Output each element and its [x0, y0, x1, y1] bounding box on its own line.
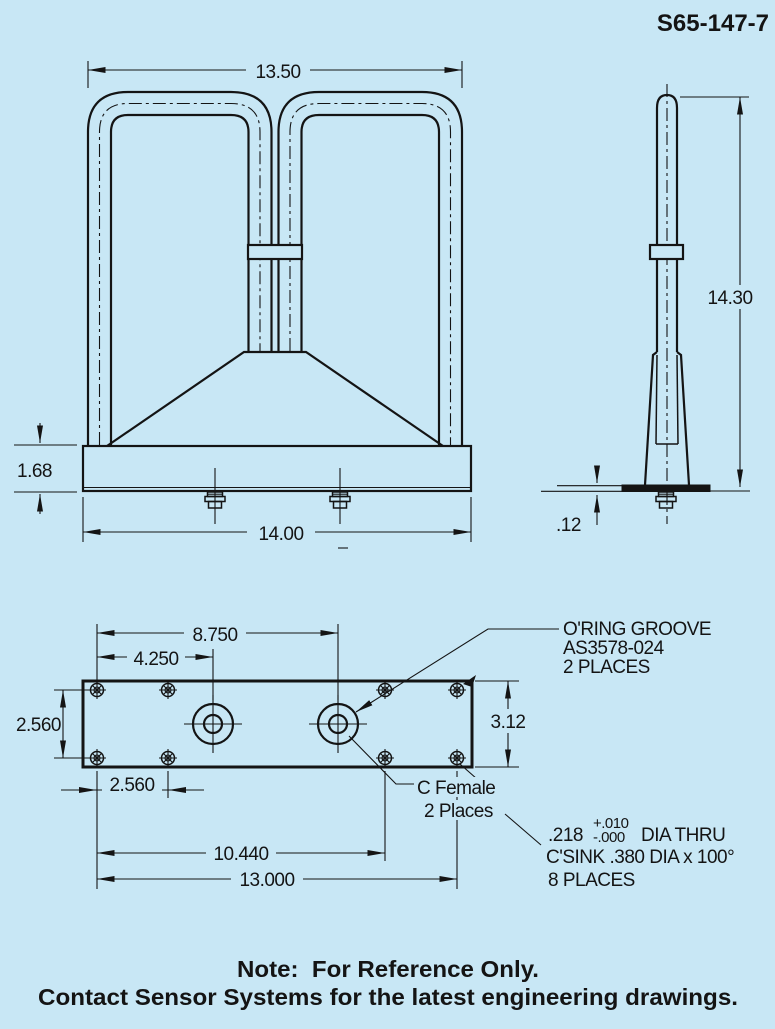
holes-dia-suffix: DIA THRU: [641, 825, 725, 846]
dim-hole-span-bottom: 13.000: [239, 870, 294, 891]
front-base-plate: [81, 444, 473, 493]
holes-places: 8 PLACES: [548, 870, 635, 891]
connector-bore-1: [184, 695, 242, 753]
dim-front-base-height: 1.68: [17, 461, 52, 482]
dim-front-width-top: 13.50: [255, 62, 300, 83]
right-loop-inner-wall: [300, 113, 441, 446]
part-number-title: S65-147-7: [657, 10, 769, 37]
holes-note-leader-b: [504, 813, 542, 846]
side-clamp: [648, 243, 685, 261]
cfemale-line1: C Female: [417, 778, 495, 799]
oring-line2: AS3578-024: [563, 638, 665, 659]
mounting-hole: [447, 748, 467, 768]
holes-note-leader-a: [459, 763, 478, 780]
oring-line3: 2 PLACES: [563, 657, 650, 678]
mounting-hole: [447, 680, 467, 700]
cfemale-line2: 2 Places: [424, 801, 493, 822]
side-base-plate: [621, 484, 711, 492]
oring-line1: O'RING GROOVE: [563, 619, 711, 640]
reference-note: Note: For Reference Only. Contact Sensor…: [38, 956, 738, 1010]
note-line2: Contact Sensor Systems for the latest en…: [38, 984, 738, 1010]
callout-connector: C Female 2 Places: [415, 777, 501, 822]
dim-hole-col-spacing: 2.560: [109, 775, 154, 796]
side-connector: [655, 491, 677, 509]
dim-side-height: 14.30: [707, 288, 752, 309]
oring-leader: [355, 628, 559, 713]
mounting-hole: [158, 748, 178, 768]
mounting-hole: [87, 748, 107, 768]
side-taper-right: [676, 351, 691, 486]
mounting-hole: [87, 680, 107, 700]
corner-hole-arrowhead: [463, 675, 476, 687]
side-view: 14.30 .12: [541, 84, 766, 536]
holes-dia: .218: [548, 825, 583, 846]
mounting-hole: [375, 748, 395, 768]
left-loop-centerline: [98, 102, 261, 445]
connector-bore-2: [309, 695, 367, 753]
dim-connector1-offset: 4.250: [133, 649, 178, 670]
right-loop-centerline: [289, 102, 452, 445]
note-line1: Note: For Reference Only.: [237, 956, 539, 982]
callout-oring: O'RING GROOVE AS3578-024 2 PLACES: [563, 619, 712, 678]
bottom-plate: [81, 679, 474, 769]
dim-connector-span: 10.440: [213, 844, 268, 865]
callout-mounting-holes: .218 +.010 -.000 DIA THRU C'SINK .380 DI…: [546, 815, 735, 891]
front-gusset: [106, 350, 444, 447]
front-clamp: [246, 243, 304, 261]
left-loop-inner-wall: [109, 113, 250, 446]
dim-side-plate-thickness: .12: [556, 515, 581, 536]
dim-plate-depth: 3.12: [491, 712, 526, 733]
dim-hole-row-spacing: 2.560: [16, 715, 61, 736]
dim-hole-span-top: 8.750: [192, 625, 237, 646]
side-rod: [655, 93, 679, 352]
dim-front-base-width: 14.00: [258, 524, 303, 545]
cfemale-leader: [348, 735, 414, 785]
holes-tol-minus: -.000: [593, 829, 625, 846]
front-view: 13.50 1.68 14.00: [14, 58, 473, 549]
holes-csink: C'SINK .380 DIA x 100°: [546, 847, 734, 868]
left-loop-outer-wall: [86, 90, 273, 446]
side-taper-left: [643, 351, 658, 486]
holes-tol-plus: +.010: [593, 815, 629, 832]
mounting-hole: [158, 680, 178, 700]
bottom-view: 8.750 4.250 2.560 3.12 2.560 10.440 13.0…: [16, 619, 735, 891]
right-loop-outer-wall: [277, 90, 464, 446]
